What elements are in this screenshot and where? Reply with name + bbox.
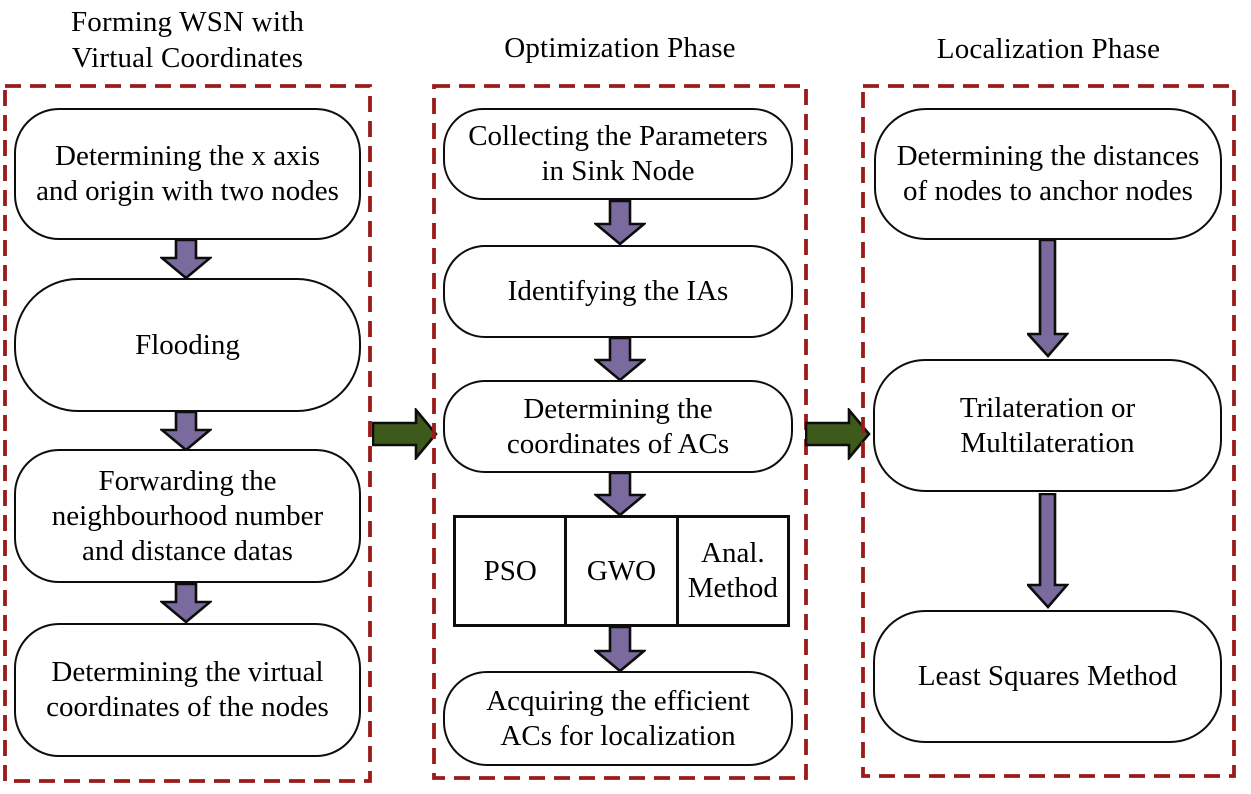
down-arrow-icon xyxy=(160,411,212,451)
flow-box-identifying-ias: Identifying the IAs xyxy=(443,245,793,338)
down-arrow-icon xyxy=(160,583,212,623)
dashed-border xyxy=(432,84,808,780)
down-arrow-icon xyxy=(594,626,646,672)
phase-title-line: Forming WSN with xyxy=(70,6,305,38)
phase-title-line: Optimization Phase xyxy=(504,32,736,64)
phase-optimization: Collecting the Parameters in Sink Node I… xyxy=(432,84,808,780)
flow-box-text-line: ACs for localization xyxy=(500,719,736,752)
down-arrow-icon xyxy=(594,472,646,516)
phase-title-localization: Localization Phase xyxy=(861,31,1236,67)
right-arrow-icon xyxy=(372,408,438,460)
dashed-border xyxy=(3,84,372,783)
flow-box-text-line: in Sink Node xyxy=(541,155,695,187)
flow-box-text-line: coordinates of the nodes xyxy=(46,691,329,723)
flow-box-text-line: Multilateration xyxy=(960,426,1135,459)
flow-box-text-line: and distance datas xyxy=(82,534,293,567)
down-arrow-icon xyxy=(594,337,646,381)
phase-title-line: Virtual Coordinates xyxy=(71,42,304,74)
flow-box-text-line: Flooding xyxy=(135,328,240,361)
flow-box-trilateration: Trilateration or Multilateration xyxy=(873,359,1222,492)
method-label: Anal. xyxy=(701,537,765,569)
flow-box-distances-to-anchors: Determining the distances of nodes to an… xyxy=(874,108,1222,240)
flow-box-text-line: Forwarding the xyxy=(98,464,277,497)
phase-localization: Determining the distances of nodes to an… xyxy=(861,84,1236,778)
flow-box-collecting-parameters: Collecting the Parameters in Sink Node xyxy=(443,108,793,200)
flow-box-text-line: Acquiring the efficient xyxy=(486,684,750,717)
flow-box-text-line: Identifying the IAs xyxy=(507,275,729,307)
flow-box-flooding: Flooding xyxy=(14,278,361,412)
flow-box-text-line: Determining the distances xyxy=(896,140,1200,172)
phase-title-forming-wsn: Forming WSN with Virtual Coordinates xyxy=(3,4,372,76)
method-label: PSO xyxy=(483,554,537,587)
flow-box-least-squares: Least Squares Method xyxy=(873,610,1222,743)
flow-box-text-line: Least Squares Method xyxy=(917,660,1178,692)
flow-box-forwarding-data: Forwarding the neighbourhood number and … xyxy=(14,449,361,583)
flow-box-text-line: Collecting the Parameters xyxy=(468,120,768,152)
flow-box-acquiring-acs: Acquiring the efficient ACs for localiza… xyxy=(443,671,793,766)
down-arrow-icon xyxy=(594,200,646,245)
dashed-border xyxy=(861,84,1236,778)
phase-title-optimization: Optimization Phase xyxy=(432,30,808,66)
method-cell-analytical: Anal. Method xyxy=(675,518,787,624)
down-arrow-icon xyxy=(160,239,212,279)
method-label: Method xyxy=(687,572,778,604)
flow-box-text-line: coordinates of ACs xyxy=(506,427,730,460)
right-arrow-icon xyxy=(805,408,871,460)
flow-box-text-line: of nodes to anchor nodes xyxy=(903,175,1193,207)
flow-box-coordinates-of-acs: Determining the coordinates of ACs xyxy=(443,380,793,473)
method-cell-pso: PSO xyxy=(456,518,564,624)
flow-box-x-axis-origin: Determining the x axis and origin with t… xyxy=(14,108,361,240)
flow-box-text-line: Determining the xyxy=(523,392,713,425)
method-label: GWO xyxy=(586,554,657,587)
phase-forming-wsn: Determining the x axis and origin with t… xyxy=(3,84,372,783)
long-down-arrow-icon xyxy=(1027,239,1069,358)
flow-box-text-line: neighbourhood number xyxy=(51,499,324,532)
long-down-arrow-icon xyxy=(1027,493,1069,609)
phase-title-line: Localization Phase xyxy=(936,33,1161,65)
method-cell-gwo: GWO xyxy=(564,518,675,624)
flow-box-text-line: Determining the virtual xyxy=(51,656,324,688)
flow-box-text-line: and origin with two nodes xyxy=(36,175,339,207)
methods-table: PSO GWO Anal. Method xyxy=(453,515,790,627)
flow-box-virtual-coordinates: Determining the virtual coordinates of t… xyxy=(14,623,361,757)
flow-box-text-line: Determining the x axis xyxy=(55,140,320,172)
flow-box-text-line: Trilateration or xyxy=(959,391,1136,424)
